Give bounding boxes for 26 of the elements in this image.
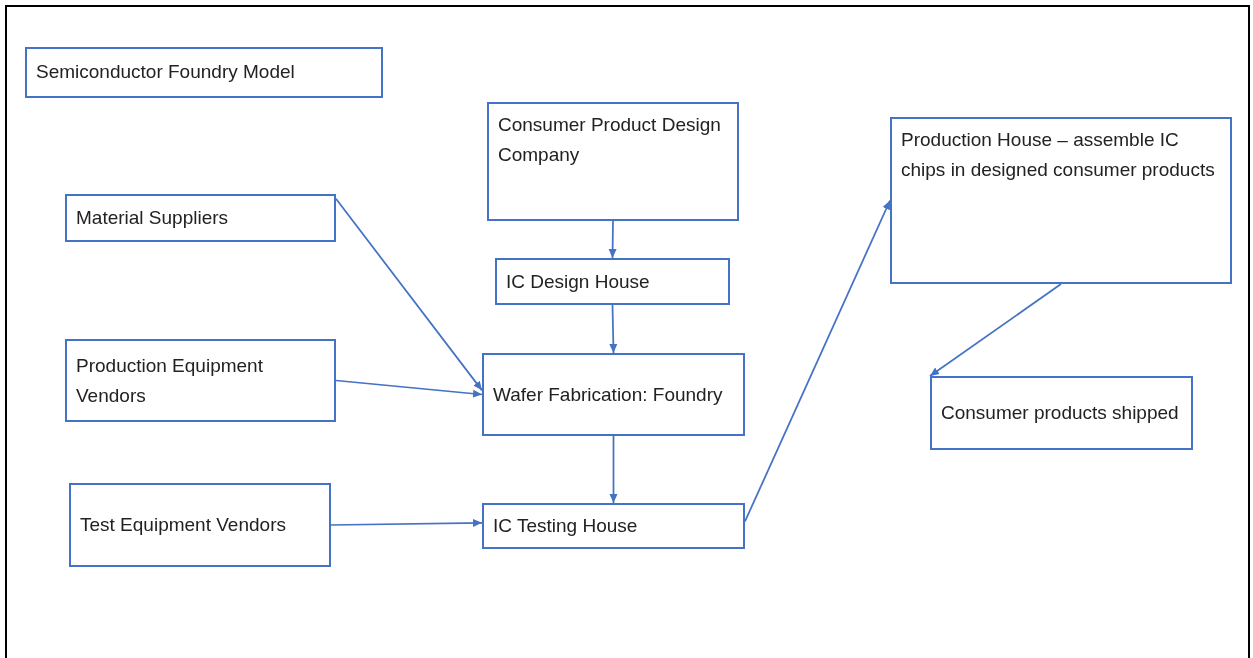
box-label: Wafer Fabrication: Foundry [493, 382, 724, 407]
arrow [608, 220, 617, 259]
box-label: IC Testing House [493, 514, 639, 538]
process-box [890, 117, 1232, 284]
process-box [65, 339, 336, 422]
box-label: Production Equipment Vendors [76, 353, 264, 408]
box-label: IC Design House [506, 269, 651, 294]
process-box [482, 503, 745, 549]
title-box: Semiconductor Foundry Model [25, 47, 383, 98]
process-box [495, 258, 730, 305]
process-box [487, 102, 739, 221]
process-box [69, 483, 331, 567]
arrow [609, 304, 618, 354]
box-label: Production House – assemble IC chips in designed consumer products [901, 128, 1216, 182]
box-label: Test Equipment Vendors [80, 513, 287, 537]
process-box [482, 353, 745, 436]
process-box [65, 194, 336, 242]
arrow [609, 435, 618, 504]
arrow [929, 283, 1062, 377]
arrow [335, 379, 483, 398]
arrow [330, 518, 483, 527]
process-box [930, 376, 1193, 450]
box-label: Consumer products shipped [941, 401, 1180, 425]
box-label: Consumer Product Design Company [498, 113, 722, 167]
arrow [335, 197, 483, 392]
box-label: Material Suppliers [76, 206, 230, 230]
